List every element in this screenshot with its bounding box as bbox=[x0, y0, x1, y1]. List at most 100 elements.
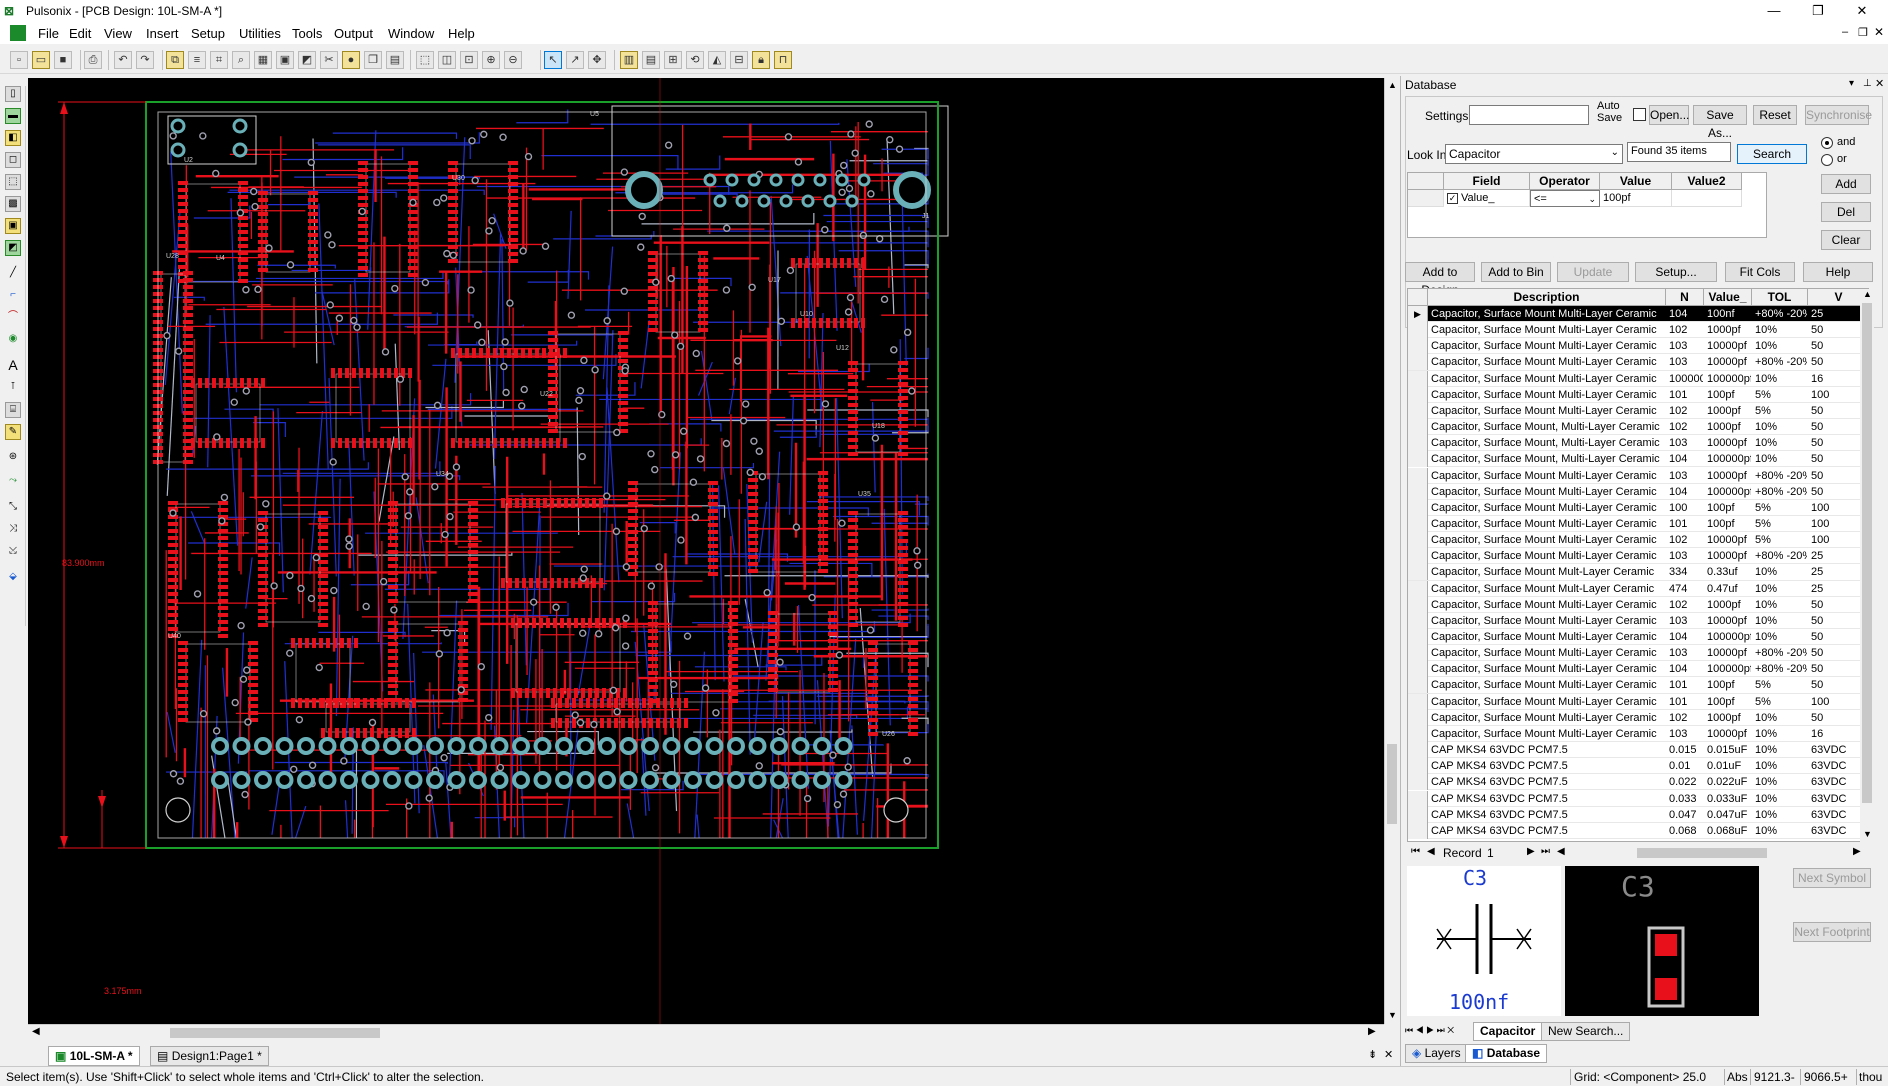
redo-icon[interactable]: ↷ bbox=[136, 51, 154, 69]
fit-cols-button[interactable]: Fit Cols bbox=[1725, 262, 1795, 282]
grid-icon[interactable]: ▦ bbox=[254, 51, 272, 69]
table-row[interactable]: Capacitor, Surface Mount Multi-Layer Cer… bbox=[1408, 483, 1868, 500]
highlight-icon[interactable]: ● bbox=[342, 51, 360, 69]
table-row[interactable]: Capacitor, Surface Mount Multi-Layer Cer… bbox=[1408, 629, 1868, 646]
scroll-thumb[interactable] bbox=[1387, 744, 1397, 824]
table-row[interactable]: Capacitor, Surface Mount, Multi-Layer Ce… bbox=[1408, 419, 1868, 436]
table-row[interactable]: Capacitor, Surface Mount, Multi-Layer Ce… bbox=[1408, 435, 1868, 452]
search-button[interactable]: Search bbox=[1737, 144, 1807, 164]
interactive-route-icon[interactable]: ⤡ bbox=[9, 501, 17, 512]
open-icon[interactable]: ▭ bbox=[32, 51, 50, 69]
auto-save-checkbox[interactable] bbox=[1633, 108, 1646, 121]
table-icon[interactable]: ▤ bbox=[642, 51, 660, 69]
table-row[interactable]: Capacitor, Surface Mount Multi-Layer Cer… bbox=[1408, 370, 1868, 387]
menu-window[interactable]: Window bbox=[388, 26, 435, 41]
zoom-select-icon[interactable]: ⊡ bbox=[460, 51, 478, 69]
tab-nav-icons[interactable]: ⏮ ◀ ▶ ⏭ ✕ bbox=[1405, 1025, 1455, 1035]
windows-icon[interactable]: ❐ bbox=[364, 51, 382, 69]
table-row[interactable]: Capacitor, Surface Mount Mult-Layer Cera… bbox=[1408, 564, 1868, 581]
align-icon[interactable]: ⊞ bbox=[664, 51, 682, 69]
properties-icon[interactable]: ▯ bbox=[5, 86, 21, 102]
table-row[interactable]: Capacitor, Surface Mount Multi-Layer Cer… bbox=[1408, 467, 1868, 484]
tab-schematic[interactable]: ▤ Design1:Page1 * bbox=[150, 1046, 269, 1066]
add-shape-icon[interactable]: ◻ bbox=[5, 152, 21, 168]
drill-icon[interactable]: ⊛ bbox=[8, 451, 18, 462]
zoom-window-icon[interactable]: ◫ bbox=[438, 51, 456, 69]
scroll-right-icon[interactable]: ▶ bbox=[1853, 846, 1861, 857]
synchronise-button[interactable]: Synchronise bbox=[1805, 105, 1872, 125]
move-icon[interactable]: ✥ bbox=[588, 51, 606, 69]
line-icon[interactable]: ╱ bbox=[9, 267, 17, 278]
tab-pcb-design[interactable]: ▣ 10L-SM-A * bbox=[48, 1046, 140, 1066]
spacing-icon[interactable]: ⊟ bbox=[730, 51, 748, 69]
zoom-in-icon[interactable]: ⊕ bbox=[482, 51, 500, 69]
setup-button[interactable]: Setup... bbox=[1635, 262, 1717, 282]
layer-icon[interactable]: ◩ bbox=[5, 240, 21, 256]
print-icon[interactable]: ⎙ bbox=[84, 51, 102, 69]
panel-pin-icon[interactable]: ⊥ bbox=[1863, 78, 1872, 89]
criteria-enabled-checkbox[interactable]: ✓ bbox=[1447, 193, 1458, 204]
scroll-thumb[interactable] bbox=[170, 1028, 380, 1038]
next-footprint-button[interactable]: Next Footprint bbox=[1793, 922, 1871, 942]
tools-icon[interactable]: ✂ bbox=[320, 51, 338, 69]
col-header-v[interactable]: V bbox=[1808, 289, 1868, 306]
add-button[interactable]: Add bbox=[1821, 174, 1871, 194]
last-record-icon[interactable]: ⏭ bbox=[1541, 846, 1550, 857]
table-row[interactable]: Capacitor, Surface Mount Multi-Layer Cer… bbox=[1408, 645, 1868, 662]
component-icon[interactable]: ▥ bbox=[620, 51, 638, 69]
col-header-tol[interactable]: TOL bbox=[1752, 289, 1808, 306]
scroll-up-icon[interactable]: ▲ bbox=[1388, 80, 1397, 90]
table-row[interactable]: Capacitor, Surface Mount Mult-Layer Cera… bbox=[1408, 580, 1868, 597]
image-icon[interactable]: ▣ bbox=[276, 51, 294, 69]
col-header-description[interactable]: Description bbox=[1428, 289, 1666, 306]
record-number[interactable]: 1 bbox=[1487, 846, 1494, 860]
table-row[interactable]: ▶Capacitor, Surface Mount Multi-Layer Ce… bbox=[1408, 306, 1868, 323]
tabs-pin-icon[interactable]: ⇟ bbox=[1368, 1049, 1378, 1061]
criteria-value-cell[interactable]: 100pf bbox=[1600, 190, 1672, 207]
table-row[interactable]: Capacitor, Surface Mount Multi-Layer Cer… bbox=[1408, 354, 1868, 371]
panel-dropdown-icon[interactable]: ▾ bbox=[1849, 78, 1855, 89]
scroll-right-icon[interactable]: ▶ bbox=[1368, 1026, 1376, 1037]
table-row[interactable]: Capacitor, Surface Mount Multi-Layer Cer… bbox=[1408, 499, 1868, 516]
close-button[interactable]: ✕ bbox=[1856, 3, 1868, 18]
menu-tools[interactable]: Tools bbox=[292, 26, 323, 41]
mirror-icon[interactable]: ◭ bbox=[708, 51, 726, 69]
search-icon[interactable]: ⌕ bbox=[232, 51, 250, 69]
col-header-value[interactable]: Value_ bbox=[1704, 289, 1752, 306]
scroll-down-icon[interactable]: ▼ bbox=[1388, 1010, 1397, 1020]
del-button[interactable]: Del bbox=[1821, 202, 1871, 222]
push-icon[interactable]: ⬙ bbox=[9, 571, 17, 582]
dimension-icon[interactable]: ⊺ bbox=[10, 381, 16, 392]
table-row[interactable]: Capacitor, Surface Mount Multi-Layer Cer… bbox=[1408, 677, 1868, 694]
clear-button[interactable]: Clear bbox=[1821, 230, 1871, 250]
text-icon[interactable]: A bbox=[8, 357, 18, 373]
arc-icon[interactable]: ⌒ bbox=[8, 311, 18, 322]
update-button[interactable]: Update bbox=[1557, 262, 1629, 282]
auto-route-icon[interactable]: ⤨ bbox=[9, 523, 17, 534]
fill-icon[interactable]: ▩ bbox=[5, 196, 21, 212]
new-icon[interactable]: ▫ bbox=[10, 51, 28, 69]
mdi-minimize-icon[interactable]: – bbox=[1842, 26, 1849, 38]
measure-icon[interactable]: ⌸ bbox=[5, 402, 21, 418]
scroll-up-icon[interactable]: ▲ bbox=[1863, 289, 1872, 299]
mdi-restore-icon[interactable]: ❐ bbox=[1858, 27, 1868, 39]
menu-view[interactable]: View bbox=[104, 26, 132, 41]
save-as-button[interactable]: Save As... bbox=[1693, 105, 1747, 140]
scroll-left-icon[interactable]: ◀ bbox=[32, 1026, 40, 1037]
add-component-icon[interactable]: ▬ bbox=[5, 108, 21, 124]
table-row[interactable]: Capacitor, Surface Mount Multi-Layer Cer… bbox=[1408, 548, 1868, 565]
canvas-horizontal-scrollbar[interactable]: ◀ ▶ bbox=[28, 1024, 1384, 1040]
teardrop-icon[interactable]: ⤩ bbox=[9, 545, 17, 556]
zoom-out-icon[interactable]: ⊖ bbox=[504, 51, 522, 69]
tab-layers[interactable]: ◈ Layers bbox=[1405, 1044, 1468, 1063]
reset-button[interactable]: Reset bbox=[1753, 105, 1797, 125]
scroll-thumb[interactable] bbox=[1862, 303, 1872, 803]
table-row[interactable]: Capacitor, Surface Mount Multi-Layer Cer… bbox=[1408, 725, 1868, 743]
table-row[interactable]: Capacitor, Surface Mount Multi-Layer Cer… bbox=[1408, 612, 1868, 629]
and-radio[interactable] bbox=[1821, 137, 1833, 149]
menu-edit[interactable]: Edit bbox=[69, 26, 92, 41]
tab-capacitor[interactable]: Capacitor bbox=[1473, 1022, 1543, 1041]
panel-close-icon[interactable]: ✕ bbox=[1875, 78, 1885, 90]
settings-input[interactable] bbox=[1469, 105, 1589, 125]
